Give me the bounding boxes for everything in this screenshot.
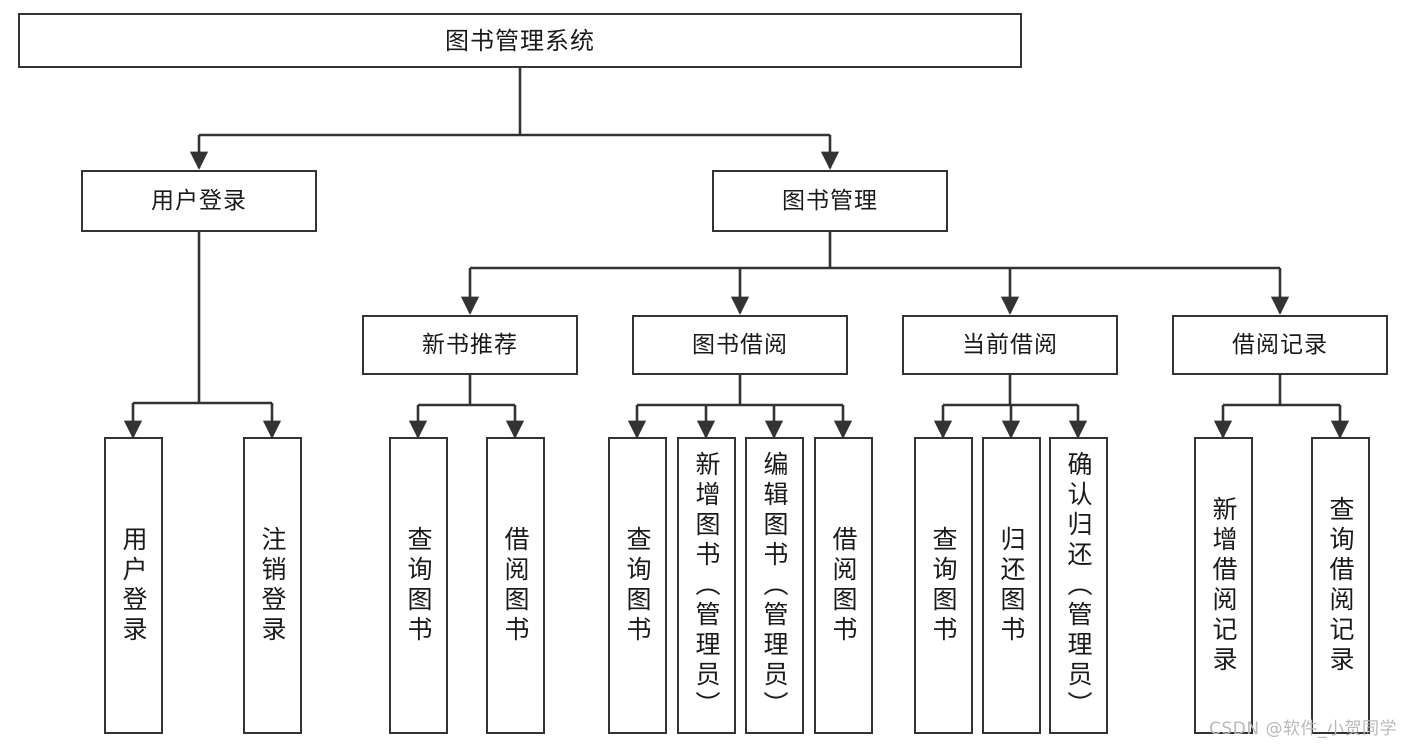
leaf-logout-login-label: 注销登录 — [258, 525, 287, 646]
leaf-query-record-label: 查询借阅记录 — [1326, 495, 1355, 676]
leaf-logout-login[interactable]: 注销登录 — [243, 437, 302, 734]
node-root-system-label: 图书管理系统 — [445, 26, 595, 55]
node-book-borrow[interactable]: 图书借阅 — [632, 315, 848, 375]
leaf-user-login-label: 用户登录 — [119, 525, 148, 646]
leaf-add-book[interactable]: 新增图书（管理员） — [677, 437, 736, 734]
node-user-login-label: 用户登录 — [151, 187, 247, 214]
leaf-borrow-book-2-label: 借阅图书 — [829, 525, 858, 646]
leaf-add-record[interactable]: 新增借阅记录 — [1194, 437, 1253, 734]
node-current-borrow[interactable]: 当前借阅 — [902, 315, 1118, 375]
leaf-edit-book[interactable]: 编辑图书（管理员） — [745, 437, 804, 734]
leaf-borrow-book-1[interactable]: 借阅图书 — [486, 437, 545, 734]
node-book-manage-label: 图书管理 — [782, 187, 878, 214]
node-book-borrow-label: 图书借阅 — [692, 331, 788, 358]
leaf-confirm-return[interactable]: 确认归还（管理员） — [1049, 437, 1108, 734]
leaf-borrow-book-2[interactable]: 借阅图书 — [814, 437, 873, 734]
leaf-edit-book-label: 编辑图书（管理员） — [760, 450, 789, 721]
leaf-query-book-3-label: 查询图书 — [929, 525, 958, 646]
node-borrow-record-label: 借阅记录 — [1232, 331, 1328, 358]
leaf-query-book-2-label: 查询图书 — [623, 525, 652, 646]
node-root-system[interactable]: 图书管理系统 — [18, 13, 1022, 68]
leaf-return-book-label: 归还图书 — [997, 525, 1026, 646]
leaf-query-book-1-label: 查询图书 — [404, 525, 433, 646]
leaf-query-record[interactable]: 查询借阅记录 — [1311, 437, 1370, 734]
leaf-user-login[interactable]: 用户登录 — [104, 437, 163, 734]
node-current-borrow-label: 当前借阅 — [962, 331, 1058, 358]
leaf-query-book-3[interactable]: 查询图书 — [914, 437, 973, 734]
node-new-book-recommend[interactable]: 新书推荐 — [362, 315, 578, 375]
leaf-query-book-2[interactable]: 查询图书 — [608, 437, 667, 734]
node-user-login[interactable]: 用户登录 — [81, 170, 317, 232]
csdn-watermark: CSDN @软件_小贺同学 — [1209, 719, 1397, 739]
node-new-book-recommend-label: 新书推荐 — [422, 331, 518, 358]
node-borrow-record[interactable]: 借阅记录 — [1172, 315, 1388, 375]
leaf-query-book-1[interactable]: 查询图书 — [389, 437, 448, 734]
leaf-add-book-label: 新增图书（管理员） — [692, 450, 721, 721]
leaf-add-record-label: 新增借阅记录 — [1209, 495, 1238, 676]
leaf-confirm-return-label: 确认归还（管理员） — [1064, 450, 1093, 721]
leaf-borrow-book-1-label: 借阅图书 — [501, 525, 530, 646]
leaf-return-book[interactable]: 归还图书 — [982, 437, 1041, 734]
node-book-manage[interactable]: 图书管理 — [712, 170, 948, 232]
